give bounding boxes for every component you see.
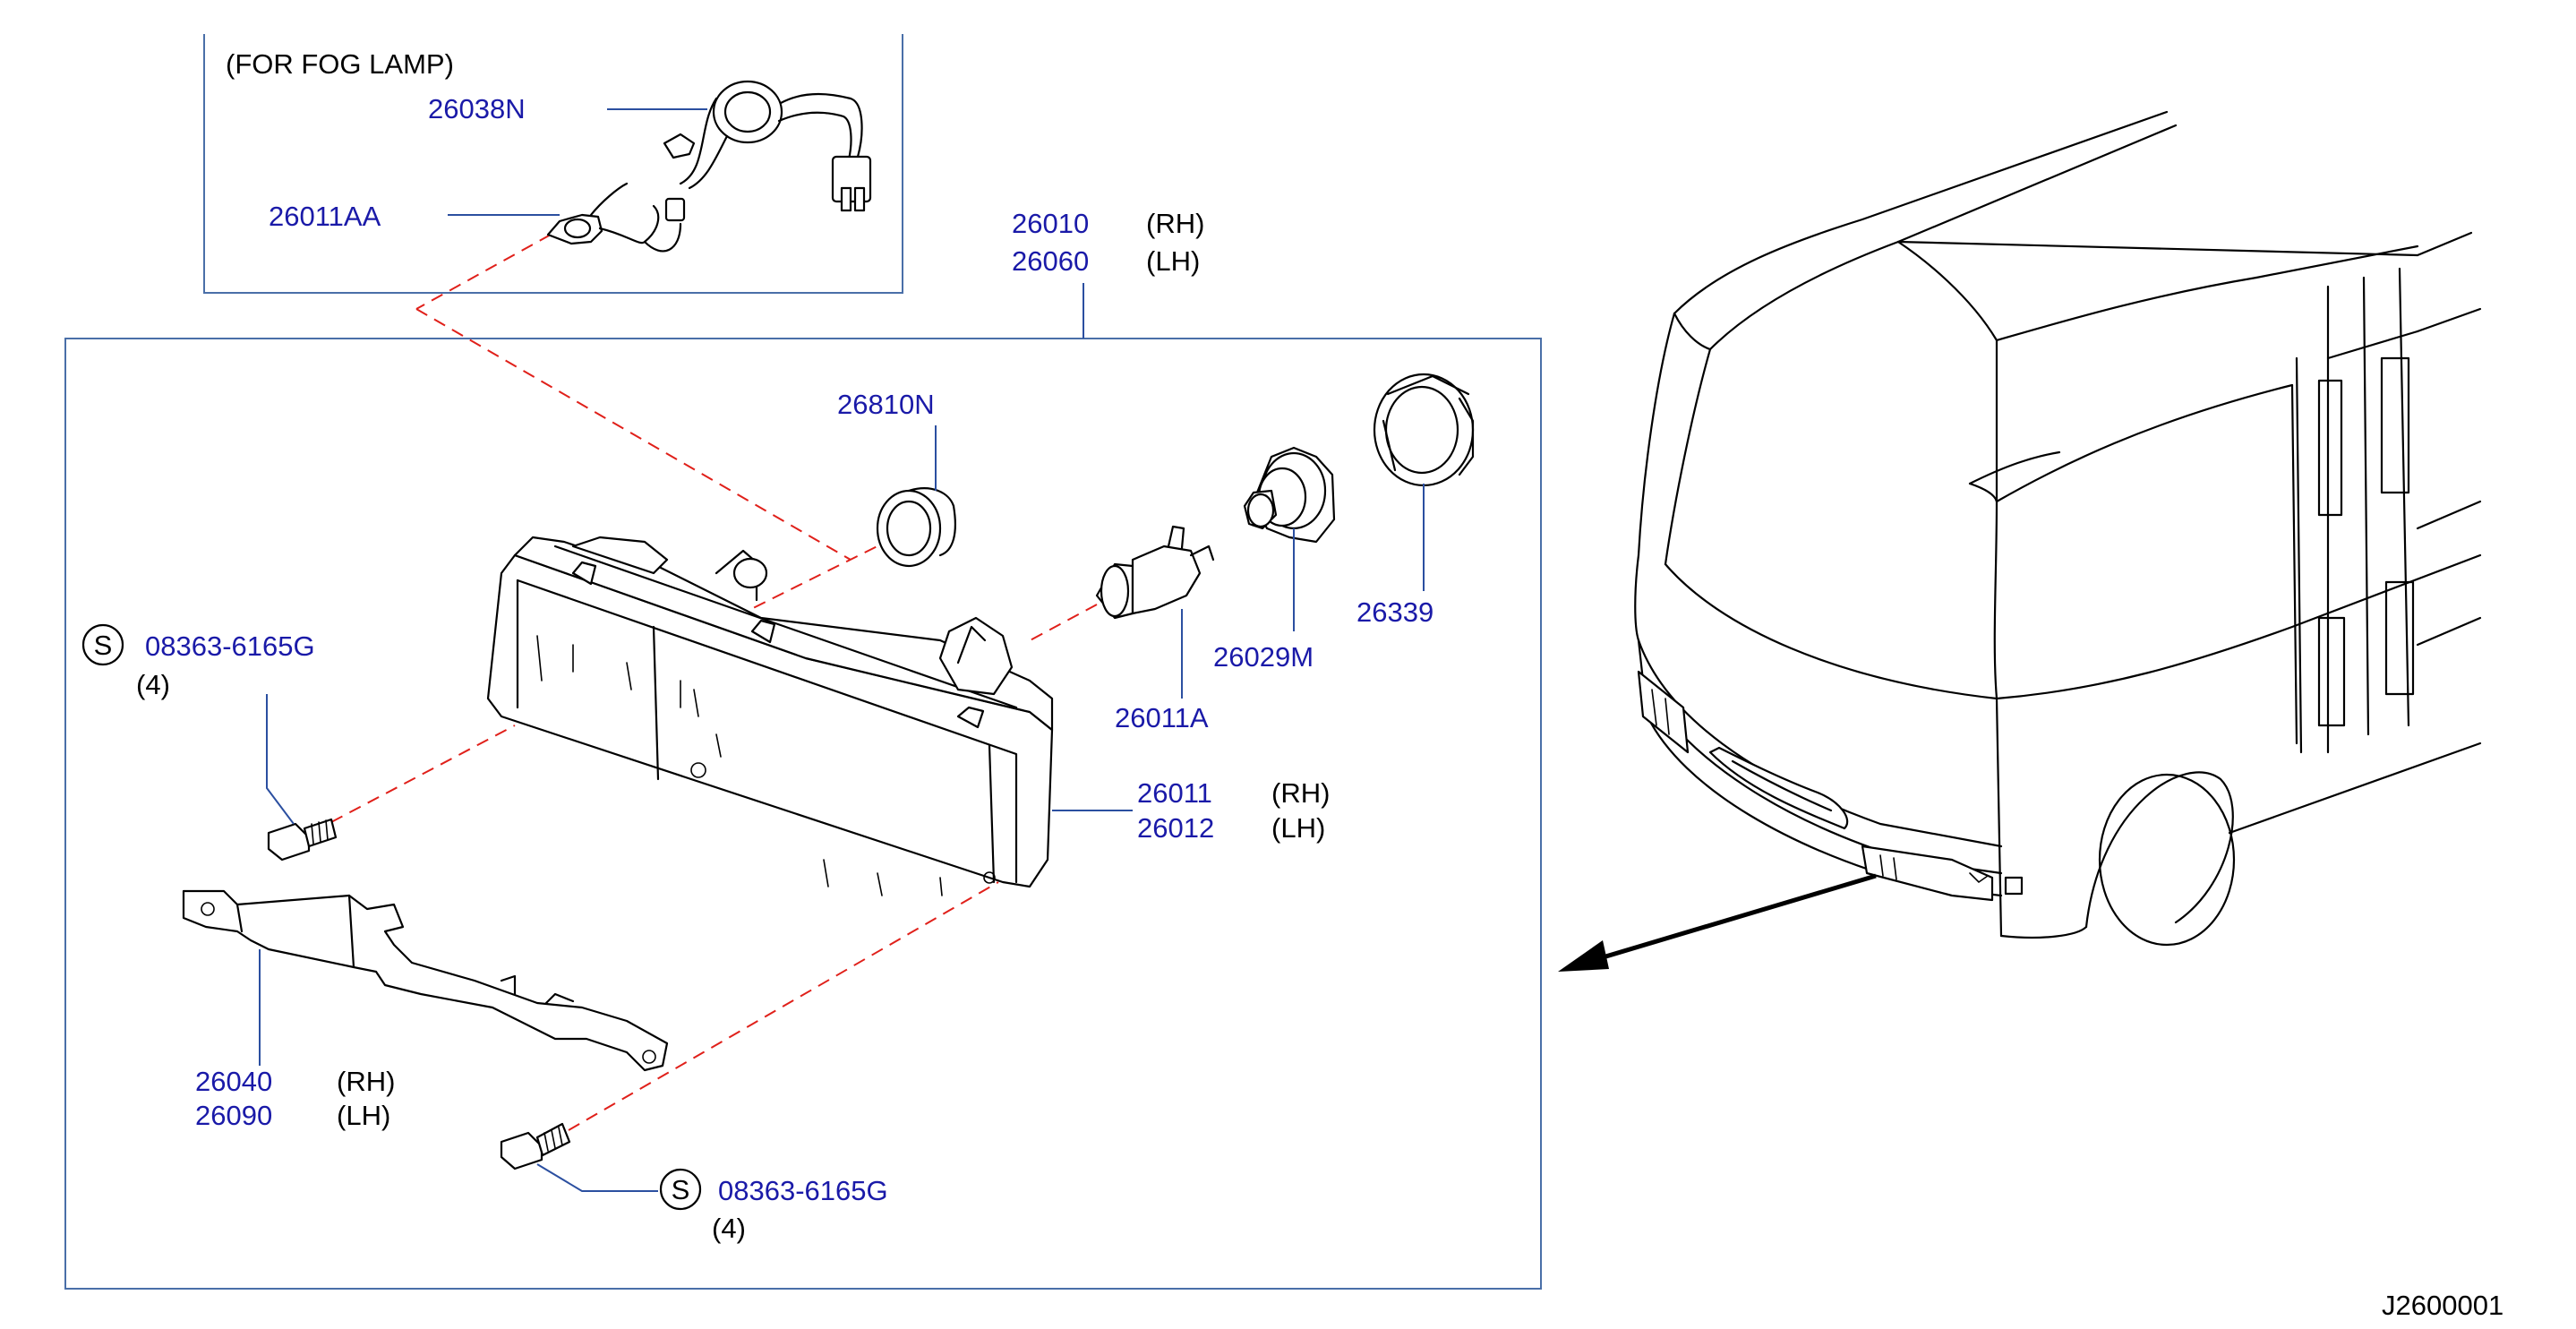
cap-26029m-part bbox=[1243, 446, 1336, 631]
fog-lamp-bulb-part bbox=[546, 182, 686, 253]
part-26040[interactable]: 26040 bbox=[195, 1066, 272, 1097]
part-26339[interactable]: 26339 bbox=[1356, 596, 1433, 628]
headlamp-bulb-26011a-part bbox=[1095, 525, 1215, 699]
screw-top-part bbox=[266, 694, 338, 862]
socket-26810n-part bbox=[876, 487, 956, 568]
bracket-part bbox=[182, 889, 669, 1072]
screw-symbol-top: S bbox=[81, 623, 124, 666]
part-26012[interactable]: 26012 bbox=[1137, 812, 1214, 844]
part-26011aa[interactable]: 26011AA bbox=[269, 201, 381, 232]
part-26011a[interactable]: 26011A bbox=[1115, 702, 1209, 733]
inset-leaders bbox=[448, 108, 707, 216]
part-26038n[interactable]: 26038N bbox=[428, 93, 526, 124]
symbol-s: S bbox=[672, 1174, 690, 1205]
part-26029m[interactable]: 26029M bbox=[1213, 641, 1314, 673]
screw-bottom-part bbox=[500, 1122, 658, 1192]
qty-screw-bottom: (4) bbox=[712, 1213, 746, 1244]
side-rh-26011: (RH) bbox=[1271, 777, 1330, 809]
symbol-s: S bbox=[94, 630, 113, 661]
part-screw-top[interactable]: 08363-6165G bbox=[145, 630, 315, 662]
part-26010[interactable]: 26010 bbox=[1012, 208, 1089, 239]
part-26060[interactable]: 26060 bbox=[1012, 245, 1089, 277]
cap-26339-part bbox=[1373, 373, 1475, 591]
main-leaders bbox=[935, 425, 1133, 811]
part-26810n[interactable]: 26810N bbox=[837, 389, 935, 420]
main-assembly-frame bbox=[64, 283, 1542, 1290]
side-lh-26060: (LH) bbox=[1146, 245, 1200, 277]
side-rh-26040: (RH) bbox=[337, 1066, 395, 1097]
part-screw-bottom[interactable]: 08363-6165G bbox=[718, 1175, 888, 1206]
inset-title: (FOR FOG LAMP) bbox=[226, 48, 454, 80]
assembly-guide-lines bbox=[330, 234, 1098, 1131]
fog-lamp-harness-part bbox=[663, 80, 872, 212]
headlamp-assembly-part bbox=[486, 536, 1054, 896]
side-rh-26010: (RH) bbox=[1146, 208, 1204, 239]
qty-screw-top: (4) bbox=[136, 669, 170, 700]
screw-symbol-bottom: S bbox=[659, 1168, 702, 1211]
location-arrow bbox=[1558, 873, 1877, 972]
vehicle-illustration bbox=[1634, 110, 2482, 947]
side-lh-26012: (LH) bbox=[1271, 812, 1325, 844]
part-26011[interactable]: 26011 bbox=[1137, 777, 1212, 809]
fog-lamp-inset-frame bbox=[203, 34, 903, 294]
part-26090[interactable]: 26090 bbox=[195, 1100, 272, 1131]
figure-code: J2600001 bbox=[2382, 1290, 2503, 1321]
side-lh-26090: (LH) bbox=[337, 1100, 390, 1131]
